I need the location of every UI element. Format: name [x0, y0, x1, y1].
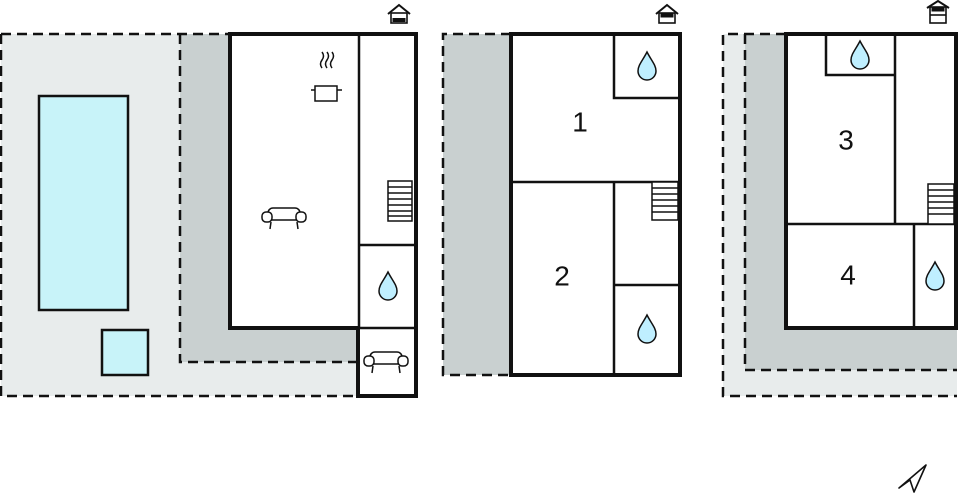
- wall: [824, 34, 895, 77]
- water-drop-icon: [378, 270, 398, 301]
- stairs-icon: [927, 183, 955, 225]
- stairs-icon: [651, 181, 679, 221]
- shaded-area: [180, 34, 230, 362]
- wall: [612, 34, 680, 100]
- water-drop-icon: [637, 50, 657, 81]
- water-drop-icon: [925, 260, 945, 291]
- shaded-area: [180, 328, 358, 362]
- stairs-icon: [387, 180, 413, 222]
- shade-outline: [441, 32, 511, 377]
- room-number: 4: [840, 259, 856, 290]
- shade-outline: [743, 34, 957, 372]
- kitchen-pot-icon: [311, 51, 342, 102]
- room-number: 2: [554, 260, 570, 291]
- house-level-second-icon: [926, 0, 950, 24]
- house-level-first-icon: [655, 3, 679, 24]
- second-floor: 3 4: [721, 0, 958, 398]
- house-level-ground-icon: [387, 3, 411, 24]
- jacuzzi: [100, 328, 150, 377]
- shade-outline: [178, 34, 358, 364]
- shaded-area: [443, 34, 511, 375]
- pool: [37, 94, 130, 312]
- shaded-area: [745, 34, 957, 370]
- first-floor: 1 2: [441, 3, 682, 377]
- terrace-outline: [721, 32, 957, 398]
- water-drop-icon: [850, 39, 870, 70]
- sofa-icon: [363, 351, 409, 374]
- house-outline: [228, 32, 418, 398]
- room-number: 1: [572, 106, 588, 137]
- sofa-icon: [261, 207, 307, 230]
- north-arrow-icon: [898, 464, 927, 493]
- water-drop-icon: [637, 313, 657, 344]
- room-number: 3: [838, 124, 854, 155]
- terrace-outline: [0, 32, 358, 398]
- ground-floor: [0, 3, 418, 398]
